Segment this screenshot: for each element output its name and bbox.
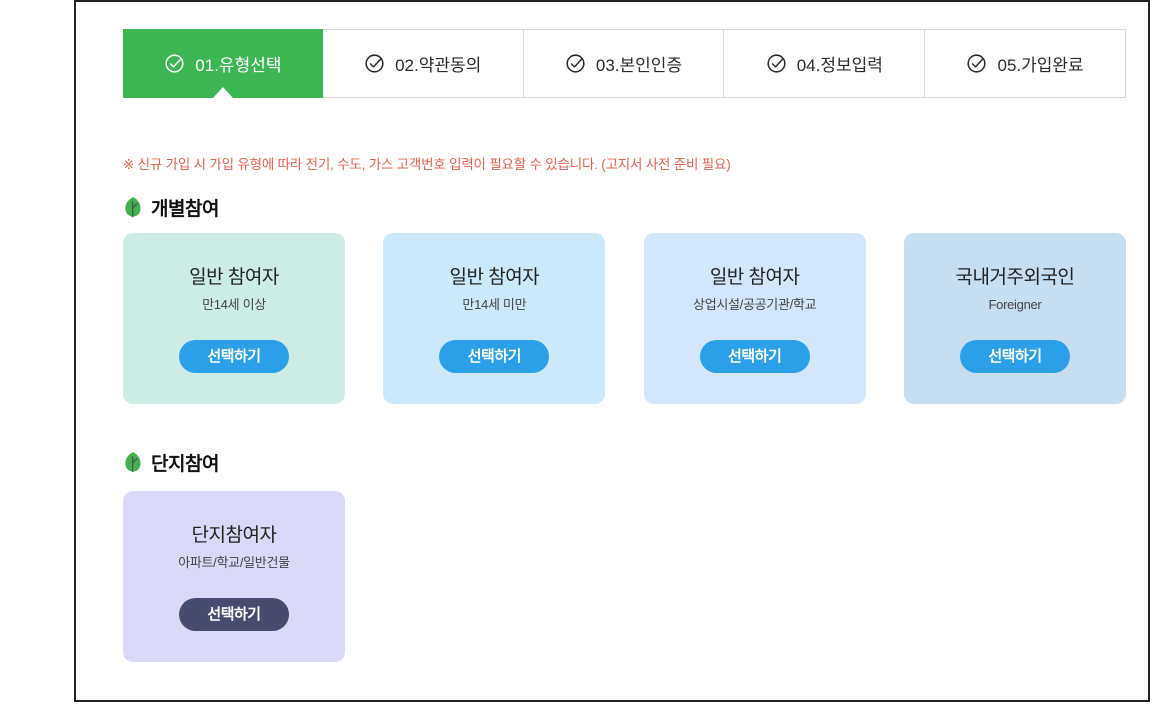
select-button-foreigner[interactable]: 선택하기 — [959, 340, 1070, 373]
signup-panel: 01.유형선택 02.약관동의 03.본인인증 04.정보입력 05.가입완료 — [74, 0, 1150, 702]
check-circle-icon — [966, 53, 987, 74]
card-general-under14: 일반 참여자 만14세 미만 선택하기 — [383, 233, 606, 404]
select-button-commercial[interactable]: 선택하기 — [699, 340, 810, 373]
card-complex-participant: 단지참여자 아파트/학교/일반건물 선택하기 — [123, 491, 345, 662]
signup-steps-tabbar: 01.유형선택 02.약관동의 03.본인인증 04.정보입력 05.가입완료 — [123, 29, 1126, 98]
tab-label: 02.약관동의 — [395, 56, 482, 75]
select-button-general-over14[interactable]: 선택하기 — [179, 340, 289, 373]
check-circle-icon — [164, 53, 185, 74]
section-title: 개별참여 — [151, 199, 219, 220]
tab-step-04-info-input[interactable]: 04.정보입력 — [723, 29, 926, 98]
card-title: 단지참여자 — [191, 525, 277, 546]
leaf-icon — [123, 451, 143, 474]
complex-cards-row: 단지참여자 아파트/학교/일반건물 선택하기 — [123, 491, 1126, 662]
tab-step-05-complete[interactable]: 05.가입완료 — [924, 29, 1126, 98]
card-commercial-public-school: 일반 참여자 상업시설/공공기관/학교 선택하기 — [643, 233, 866, 404]
section-header-complex: 단지참여 — [123, 449, 219, 476]
individual-cards-row: 일반 참여자 만14세 이상 선택하기 일반 참여자 만14세 미만 선택하기 … — [123, 233, 1126, 404]
card-subtitle: Foreigner — [988, 297, 1042, 312]
card-foreigner: 국내거주외국인 Foreigner 선택하기 — [903, 233, 1126, 404]
check-circle-icon — [565, 53, 586, 74]
leaf-icon — [123, 196, 143, 219]
tab-label: 04.정보입력 — [796, 56, 883, 75]
tab-label: 01.유형선택 — [195, 56, 282, 75]
check-circle-icon — [364, 53, 385, 74]
tab-label: 05.가입완료 — [997, 56, 1084, 75]
tab-label: 03.본인인증 — [595, 56, 683, 75]
tab-step-02-terms[interactable]: 02.약관동의 — [321, 29, 524, 98]
card-title: 일반 참여자 — [189, 267, 279, 288]
check-circle-icon — [766, 53, 787, 74]
signup-notice-text: ※ 신규 가입 시 가입 유형에 따라 전기, 수도, 가스 고객번호 입력이 … — [123, 157, 731, 172]
select-button-general-under14[interactable]: 선택하기 — [439, 340, 550, 373]
tab-step-01-type-select[interactable]: 01.유형선택 — [123, 29, 323, 98]
card-title: 국내거주외국인 — [955, 267, 1075, 288]
card-title: 일반 참여자 — [449, 267, 540, 288]
card-subtitle: 만14세 미만 — [462, 297, 527, 312]
tab-step-03-identity[interactable]: 03.본인인증 — [522, 29, 725, 98]
card-subtitle: 만14세 이상 — [202, 297, 266, 312]
card-subtitle: 아파트/학교/일반건물 — [178, 555, 290, 570]
card-subtitle: 상업시설/공공기관/학교 — [693, 297, 817, 312]
section-title: 단지참여 — [151, 454, 219, 475]
card-title: 일반 참여자 — [709, 267, 800, 288]
card-general-over14: 일반 참여자 만14세 이상 선택하기 — [123, 233, 345, 404]
section-header-individual: 개별참여 — [123, 194, 219, 221]
select-button-complex[interactable]: 선택하기 — [179, 598, 289, 631]
